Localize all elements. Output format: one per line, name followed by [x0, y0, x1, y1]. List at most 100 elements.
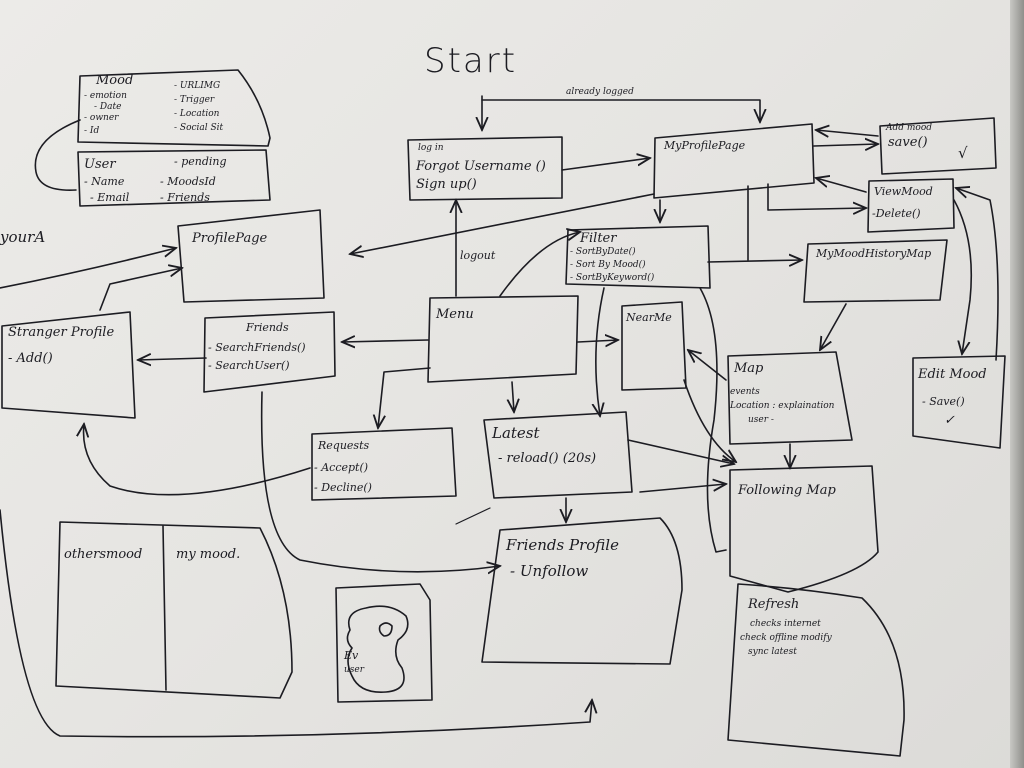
ev-label: Ev [344, 649, 359, 662]
left-edge-to-profilepage-arrow [0, 248, 176, 289]
others-mood-col1: othersmood [64, 547, 143, 562]
profile-page-box-outline [177, 209, 325, 303]
filter-item: - SortByDate() [570, 247, 636, 257]
requests-header: Requests [318, 439, 370, 452]
history-to-map-arrow [820, 303, 847, 350]
user-field: - pending [174, 155, 227, 168]
map-header: Map [734, 361, 764, 376]
my-mood-history-label: MyMoodHistoryMap [816, 247, 932, 260]
filter-box-outline [565, 225, 711, 289]
others-mood-divider [162, 525, 167, 691]
friends-profile-header: Friends Profile [506, 536, 619, 554]
mood-field: - owner [84, 113, 119, 123]
mood-to-user-loop [34, 119, 81, 191]
profile-to-profilepage-arrow [350, 193, 655, 254]
filter-to-following-arrow [699, 287, 727, 553]
mood-box-header: Mood [96, 73, 134, 88]
latest-side-stroke [455, 507, 491, 525]
profile-to-viewmood-arrow [767, 183, 866, 210]
viewmood-to-profile-arrow [816, 178, 867, 193]
profile-page-label: ProfilePage [192, 231, 268, 246]
filter-to-latest-arrow [596, 287, 605, 416]
already-logged-label: already logged [566, 87, 634, 97]
latest-extra-arrow [639, 484, 726, 493]
mood-box-outline [77, 69, 271, 147]
refresh-item: check offline modify [740, 633, 832, 643]
friends-item: - SearchFriends() [208, 341, 306, 354]
map-item: Location : explaination [730, 401, 835, 411]
view-mood-box-outline [867, 178, 955, 233]
refresh-header: Refresh [748, 597, 800, 612]
others-mood-col2: my mood. [176, 547, 241, 562]
my-profile-box-outline [653, 123, 815, 199]
profile-to-addmood-arrow [813, 144, 878, 146]
login-item: Sign up() [416, 177, 477, 192]
add-mood-box-outline [879, 117, 997, 175]
requests-box-outline [311, 427, 457, 501]
following-map-box-outline [729, 465, 879, 593]
stranger-to-profilepage-arrow [99, 268, 182, 311]
logout-label: logout [460, 249, 496, 262]
addmood-to-profile-arrow [816, 130, 879, 136]
user-box-header: User [84, 157, 116, 172]
near-me-label: NearMe [626, 311, 672, 324]
refresh-item: checks internet [750, 619, 821, 629]
latest-header: Latest [492, 424, 540, 442]
filter-header: Filter [580, 231, 617, 246]
whiteboard-frame-edge [1010, 0, 1024, 768]
friends-profile-item: - Unfollow [510, 562, 589, 580]
bottom-loop-arrow [0, 509, 592, 738]
add-mood-check: √ [958, 144, 968, 162]
editmood-to-viewmood-arrow [956, 188, 999, 361]
edit-mood-item: - Save() [922, 395, 965, 408]
my-mood-history-box-outline [803, 239, 948, 303]
user-field: - Email [90, 191, 130, 204]
menu-box-outline [427, 295, 579, 383]
friends-to-stranger-arrow [138, 358, 207, 360]
following-map-label: Following Map [738, 483, 836, 498]
map-box-outline [727, 351, 853, 445]
user-box-outline [77, 149, 271, 207]
menu-to-requests-arrow [378, 367, 431, 428]
left-edge-text: yourA [0, 228, 46, 246]
add-mood-item: save() [888, 135, 928, 150]
menu-to-filter-arrow [499, 232, 580, 297]
login-item: Forgot Username () [416, 159, 546, 174]
edit-mood-header: Edit Mood [918, 367, 987, 382]
mood-field: - Date [94, 102, 122, 112]
edit-mood-check: ✓ [944, 413, 955, 428]
mood-field: - Social Sit [174, 123, 224, 133]
menu-to-latest-arrow [512, 381, 514, 412]
stranger-profile-header: Stranger Profile [8, 325, 115, 340]
refresh-box-outline [727, 583, 905, 757]
map-item: events [730, 387, 760, 397]
latest-item: - reload() (20s) [498, 451, 597, 466]
menu-to-friends-arrow [342, 340, 429, 342]
friends-box-outline [203, 311, 336, 393]
friends-header: Friends [246, 321, 289, 334]
mood-field: - URLIMG [174, 81, 221, 91]
others-mood-box-outline [55, 521, 293, 699]
filter-item: - SortByKeyword() [570, 273, 655, 283]
stranger-profile-box-outline [1, 311, 136, 419]
requests-item: - Decline() [314, 481, 372, 494]
already-logged-arrow [481, 99, 760, 122]
user-field: - MoodsId [160, 175, 216, 188]
friends-item: - SearchUser() [208, 359, 290, 372]
login-to-profile-arrow [561, 158, 650, 171]
nearme-to-map-arrow [688, 350, 727, 381]
map-item: user - [748, 415, 774, 425]
friends-profile-box-outline [481, 517, 683, 665]
mood-field: - Id [84, 126, 100, 136]
latest-to-following-arrow [627, 439, 734, 464]
view-mood-header: ViewMood [874, 185, 933, 198]
mood-field: - Location [174, 109, 220, 119]
menu-to-nearme-arrow [577, 340, 618, 342]
diagram-title: Start [424, 41, 518, 81]
ev-sketch [346, 605, 409, 693]
menu-label: Menu [436, 307, 474, 322]
filter-to-history-arrow [707, 260, 802, 262]
edit-mood-box-outline [912, 355, 1006, 449]
